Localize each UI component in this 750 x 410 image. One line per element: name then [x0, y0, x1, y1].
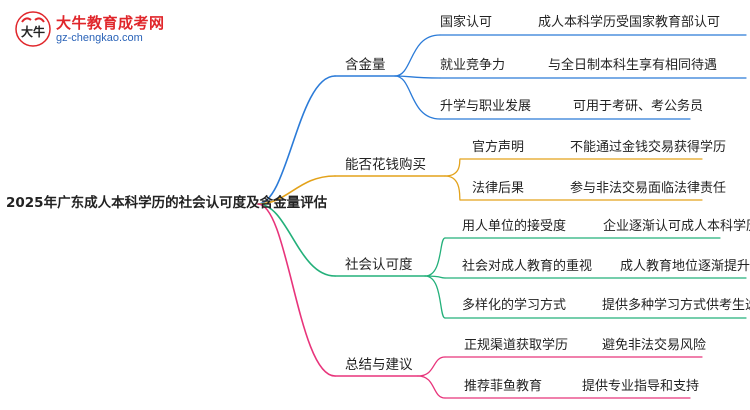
item-key[interactable]: 国家认可: [440, 15, 493, 30]
item-key[interactable]: 法律后果: [472, 181, 525, 196]
branch-to-item-connector: [417, 356, 446, 377]
item-key[interactable]: 推荐菲鱼教育: [464, 379, 543, 394]
item-value[interactable]: 与全日制本科生享有相同待遇: [548, 58, 718, 73]
logo-title: 大牛教育成考网: [56, 14, 165, 32]
item-key[interactable]: 升学与职业发展: [440, 99, 532, 114]
root-to-branch-connector: [257, 75, 336, 205]
item-value[interactable]: 避免非法交易风险: [602, 338, 707, 353]
item-key[interactable]: 就业竞争力: [440, 58, 506, 73]
root-topic[interactable]: 2025年广东成人本科学历的社会认可度及含金量评估: [6, 195, 328, 211]
item-value[interactable]: 不能通过金钱交易获得学历: [570, 140, 727, 155]
item-value[interactable]: 可用于考研、考公务员: [573, 99, 704, 114]
item-key[interactable]: 多样化的学习方式: [462, 298, 567, 313]
item-value[interactable]: 提供多种学习方式供考生选择: [602, 298, 750, 313]
item-key[interactable]: 社会对成人教育的重视: [462, 259, 593, 274]
site-logo[interactable]: 大牛 大牛教育成考网 gz-chengkao.com: [8, 8, 198, 52]
branch-to-item-connector: [394, 34, 441, 77]
item-value[interactable]: 参与非法交易面临法律责任: [570, 181, 727, 196]
item-value[interactable]: 成人教育地位逐渐提升: [620, 259, 750, 274]
branch-to-item-connector: [394, 75, 441, 79]
branch-label-recognition[interactable]: 社会认可度: [345, 257, 413, 273]
branch-label-value[interactable]: 含金量: [345, 57, 386, 73]
root-to-branch-connector: [257, 203, 336, 277]
branch-to-item-connector: [444, 158, 461, 177]
item-key[interactable]: 用人单位的接受度: [462, 219, 567, 234]
item-key[interactable]: 正规渠道获取学历: [464, 338, 569, 353]
branch-to-item-connector: [444, 175, 461, 201]
root-to-branch-connector: [257, 175, 336, 205]
branch-to-item-connector: [417, 375, 446, 399]
branch-to-item-connector: [424, 237, 446, 277]
branch-label-summary[interactable]: 总结与建议: [345, 357, 413, 373]
branch-label-purchase[interactable]: 能否花钱购买: [345, 157, 426, 173]
bull-logo-icon: 大牛: [15, 11, 51, 47]
logo-mark-text: 大牛: [21, 24, 45, 39]
branch-to-item-connector: [394, 75, 441, 120]
branch-to-item-connector: [424, 275, 446, 319]
item-value[interactable]: 成人本科学历受国家教育部认可: [538, 15, 721, 30]
item-value[interactable]: 企业逐渐认可成人本科学历: [603, 219, 750, 234]
root-to-branch-connector: [257, 203, 336, 377]
item-value[interactable]: 提供专业指导和支持: [582, 379, 700, 394]
logo-url: gz-chengkao.com: [56, 32, 143, 44]
item-key[interactable]: 官方声明: [472, 140, 525, 155]
